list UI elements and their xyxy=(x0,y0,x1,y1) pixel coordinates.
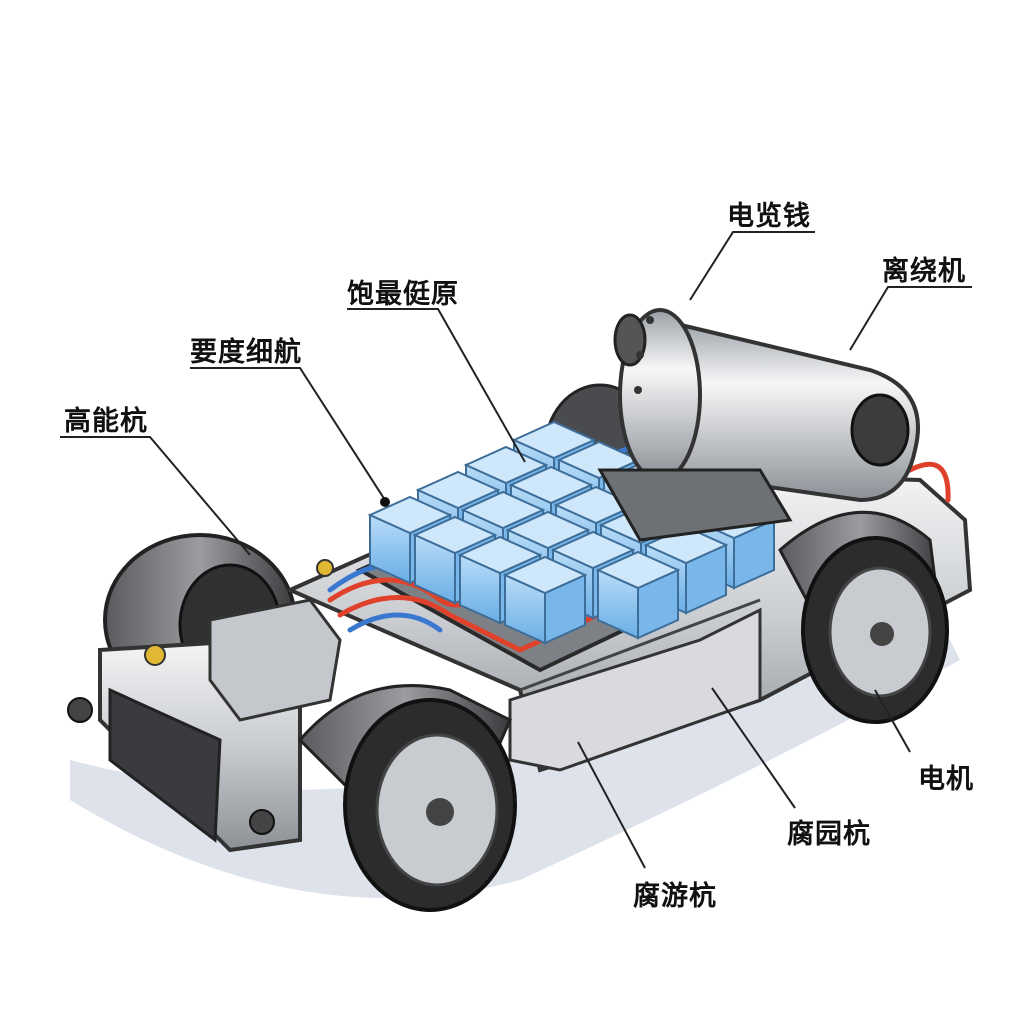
front-left-wheel xyxy=(297,684,517,912)
front-unit xyxy=(67,559,342,853)
label-gaoneng-hang: 高能杭 xyxy=(64,406,148,437)
side-panel xyxy=(508,607,762,772)
label-fuyuan-hang: 腐园杭 xyxy=(787,819,871,850)
motor-cylinder xyxy=(597,308,920,542)
label-yaodu-xihang: 要度细航 xyxy=(190,337,302,368)
leader-lines xyxy=(60,231,972,869)
label-baozuitingyuan: 饱最侹原 xyxy=(347,279,459,310)
label-lijingji: 离绕机 xyxy=(882,256,966,287)
front-right-wheel xyxy=(778,510,949,724)
label-dianji: 电机 xyxy=(918,764,974,795)
label-fuyou-hang: 腐游杭 xyxy=(633,881,717,912)
battery-cell xyxy=(595,550,681,640)
battery-cell xyxy=(502,555,588,645)
label-dianlanqian: 电览钱 xyxy=(727,201,811,232)
